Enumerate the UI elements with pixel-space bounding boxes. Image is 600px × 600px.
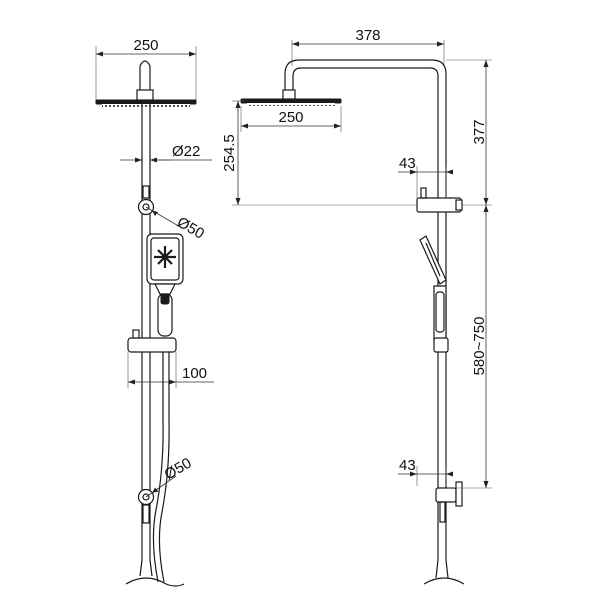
side-bottom-offset-dimension: 43	[398, 457, 492, 489]
front-head-width-label: 250	[133, 37, 158, 54]
front-slider-width-label: 100	[182, 365, 207, 382]
side-head-width-label: 250	[278, 109, 303, 126]
side-bottom-offset-label: 43	[399, 457, 416, 474]
front-bottom-bracket-diameter-label: Ø50	[162, 455, 195, 484]
front-pipe-diameter-label: Ø22	[172, 143, 200, 160]
front-head-width-dimension: 250	[95, 37, 197, 102]
side-top-offset-label: 43	[399, 155, 416, 172]
side-water-inlet	[423, 559, 465, 585]
side-top-wall-bracket	[416, 187, 463, 213]
side-adjustable-height-dimension: 580~750	[471, 205, 489, 488]
side-hand-shower	[419, 235, 447, 341]
side-arm-height-label: 377	[471, 119, 488, 144]
side-arm-length-dimension: 378	[291, 27, 445, 66]
side-adjustable-height-label: 580~750	[471, 317, 488, 376]
front-riser-pipe	[141, 104, 151, 560]
front-shower-head	[95, 60, 197, 107]
front-bottom-bracket-dimension: Ø50	[145, 455, 195, 498]
side-top-offset-dimension: 43	[398, 155, 453, 198]
side-arm-height-dimension: 377	[446, 59, 492, 205]
front-bottom-wall-bracket	[137, 488, 155, 524]
front-slider-holder	[127, 329, 177, 353]
front-slider-width-dimension: 100	[127, 352, 214, 388]
front-hose	[152, 352, 170, 583]
side-arm-length-label: 378	[355, 27, 380, 44]
side-shower-head	[240, 89, 342, 106]
side-view: 378 250 254.5	[221, 27, 492, 585]
front-hand-shower	[146, 233, 184, 337]
side-head-drop-label: 254.5	[221, 134, 238, 172]
side-head-width-dimension: 250	[240, 106, 342, 132]
front-water-inlet	[125, 559, 185, 587]
side-bottom-wall-bracket	[435, 481, 463, 523]
front-view: 250 Ø22	[95, 37, 214, 587]
side-head-drop-dimension: 254.5	[221, 100, 244, 205]
side-slider-holder	[433, 337, 449, 353]
front-pipe-diameter-dimension: Ø22	[120, 143, 212, 163]
side-riser-and-arm	[284, 59, 447, 560]
